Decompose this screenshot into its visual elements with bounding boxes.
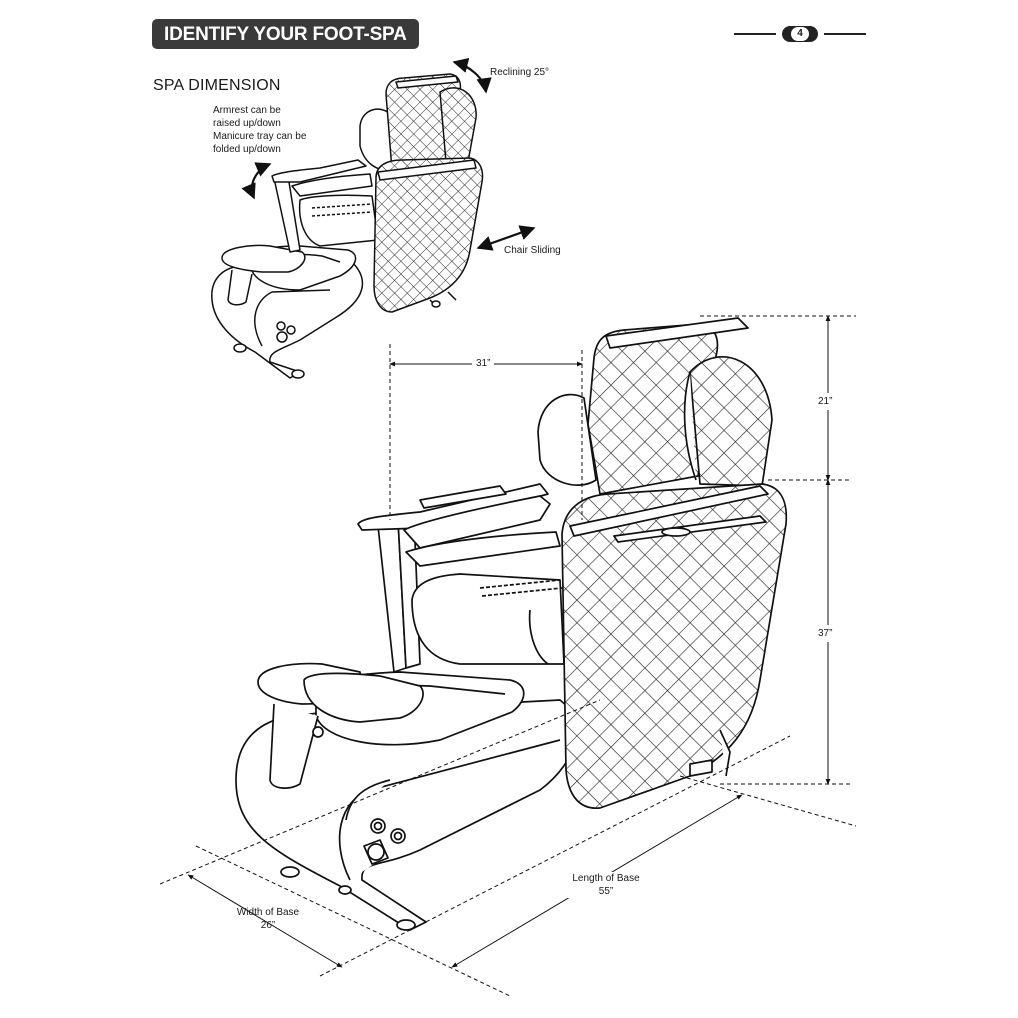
armrest-updown-arrow (241, 162, 272, 200)
page-header-title: IDENTIFY YOUR FOOT-SPA (152, 19, 419, 49)
reclining-note: Reclining 25° (490, 67, 550, 78)
page-marker-right-rule (824, 33, 866, 35)
tray-note-line2: folded up/down (213, 144, 281, 155)
recline-arrow (452, 57, 492, 94)
motion-arrows (241, 57, 536, 251)
page-number: 4 (791, 27, 809, 41)
length-of-base-value: 55” (566, 885, 646, 898)
back-height-label: 21” (815, 393, 836, 410)
length-of-base-label: Length of Base (566, 872, 646, 885)
page-number-marker: 4 (734, 26, 866, 42)
seat-height-label: 37” (815, 625, 836, 642)
small-chair-drawing (211, 73, 484, 379)
width-of-base-value: 26” (260, 920, 276, 931)
armrest-note-line1: Armrest can be (213, 105, 281, 116)
width-dimension-line (187, 874, 343, 968)
sliding-arrow (476, 225, 536, 251)
tray-note-line1: Manicure tray can be (213, 131, 307, 142)
page-marker-left-rule (734, 33, 776, 35)
large-chair-drawing (235, 317, 788, 931)
sliding-note: Chair Sliding (504, 245, 561, 256)
section-title: SPA DIMENSION (153, 77, 281, 94)
armrest-note-line2: raised up/down (213, 118, 281, 129)
width-of-base-label: Width of Base (236, 907, 300, 918)
depth-dimension-label: 31” (472, 357, 495, 370)
